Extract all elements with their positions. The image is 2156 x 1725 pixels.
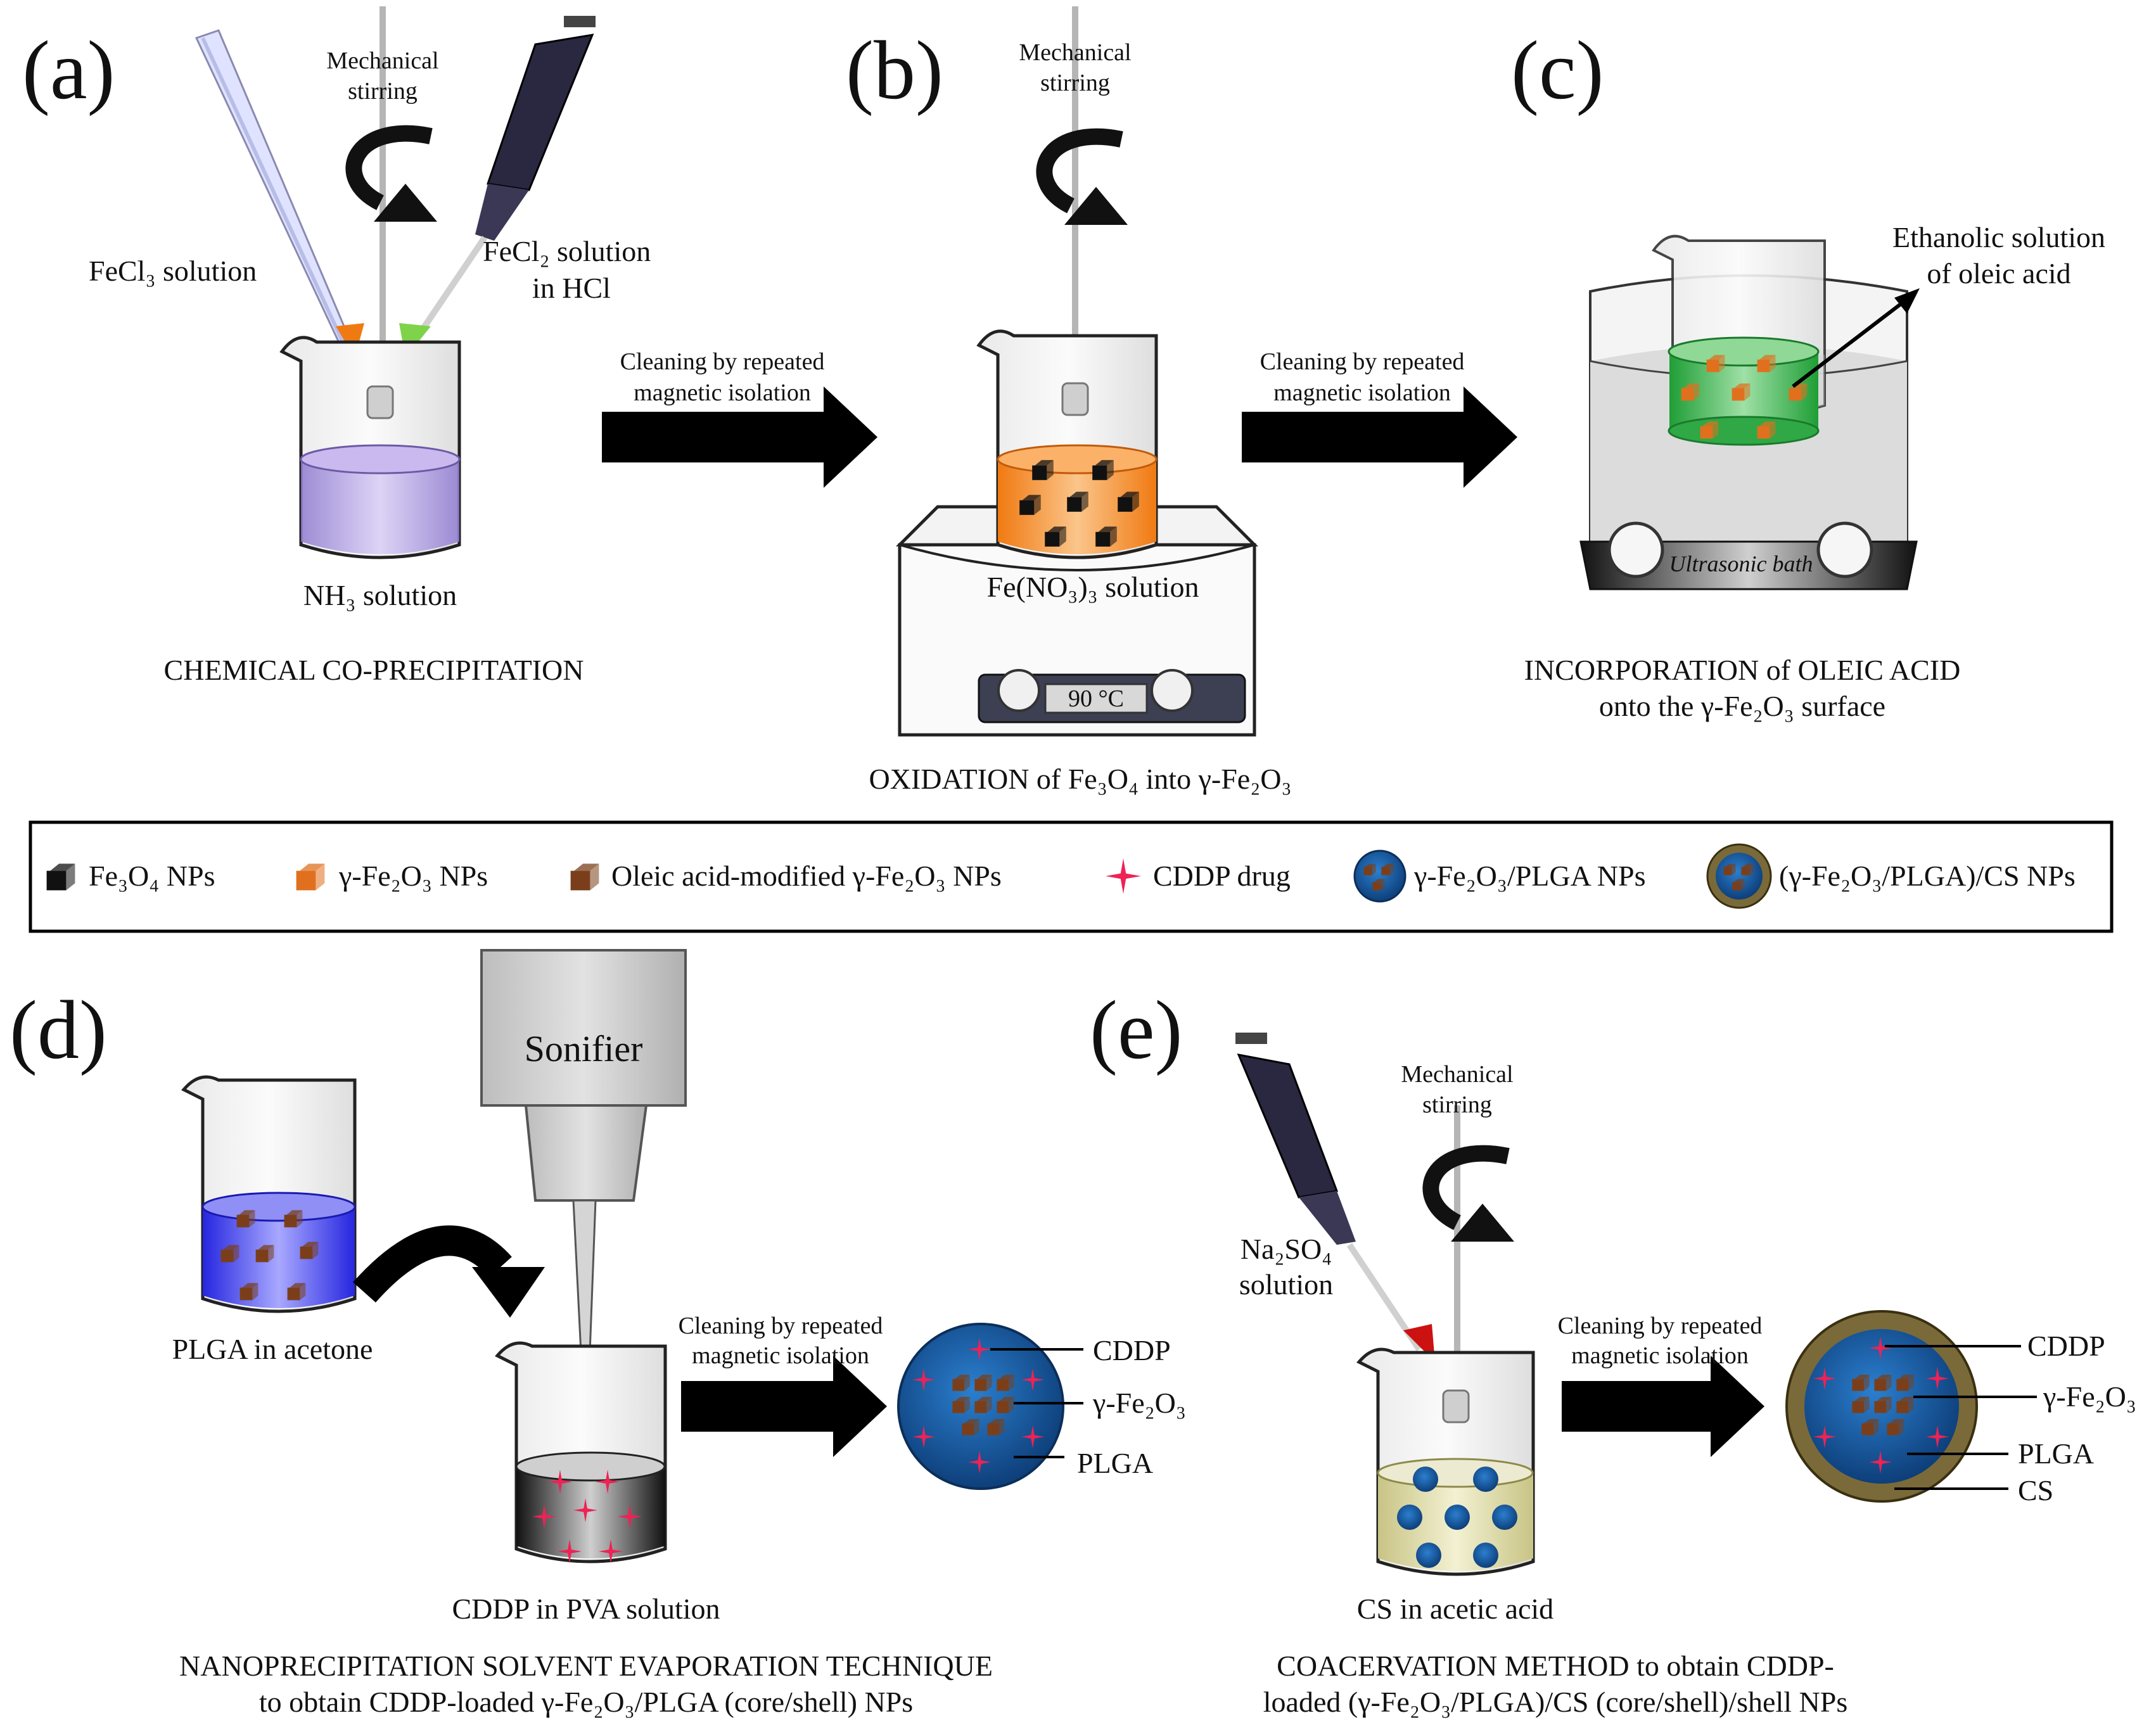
arrow-b-label-line1: Cleaning by repeated <box>1260 348 1465 375</box>
beaker-plga-label: PLGA in acetone <box>172 1333 373 1365</box>
caption-c-line1: INCORPORATION of OLEIC ACID <box>1524 654 1961 686</box>
hotplate-temperature: 90 °C <box>1068 685 1124 712</box>
legend-item-gamma-fe2o3: γ-Fe₂O₃ NPs <box>296 860 488 892</box>
np-d-label-fe2o3: γ-Fe₂O₃ <box>1092 1387 1186 1419</box>
np-d-label-plga: PLGA <box>1077 1447 1153 1479</box>
caption-c-line2: onto the γ-Fe₂O₃ surface <box>1599 690 1885 722</box>
stirring-label-line1: Mechanical <box>1019 39 1131 66</box>
arrow-b-to-c: Cleaning by repeated magnetic isolation <box>1242 348 1517 488</box>
beaker-pva-label: CDDP in PVA solution <box>452 1593 720 1625</box>
coated-np-icon <box>1706 843 1772 909</box>
curved-arrow-icon <box>353 1225 545 1318</box>
panel-letter-e: (e) <box>1090 983 1183 1076</box>
beaker-pva <box>495 1341 667 1563</box>
stirring-label-line1: Mechanical <box>326 48 438 74</box>
reagent-fecl3-label: FeCl₃ solution <box>89 255 257 287</box>
arrow-e-label-line2: magnetic isolation <box>1571 1342 1749 1369</box>
panel-letter-a: (a) <box>22 23 115 117</box>
legend-item-cddp: CDDP drug <box>1106 858 1291 894</box>
caption-d-line1: NANOPRECIPITATION SOLVENT EVAPORATION TE… <box>179 1650 993 1682</box>
arrow-a-to-b: Cleaning by repeated magnetic isolation <box>602 348 877 488</box>
rotation-arrow-icon <box>345 125 437 222</box>
caption-a: CHEMICAL CO-PRECIPITATION <box>164 654 584 686</box>
panel-d: (d) Sonifier PLGA in acetone <box>10 949 1186 1718</box>
caption-b: OXIDATION of Fe₃O₄ into γ-Fe₂O₃ <box>869 763 1291 795</box>
arrow-d-label-line1: Cleaning by repeated <box>679 1313 883 1339</box>
beaker-cs-label: CS in acetic acid <box>1357 1593 1553 1625</box>
ultrasonic-bath-label: Ultrasonic bath <box>1669 551 1813 576</box>
legend-label: (γ-Fe₂O₃/PLGA)/CS NPs <box>1779 860 2076 892</box>
caption-d-line2: to obtain CDDP-loaded γ-Fe₂O₃/PLGA (core… <box>259 1686 913 1718</box>
beaker-nh3-label: NH₃ solution <box>303 579 457 611</box>
arrow-e-to-np: Cleaning by repeated magnetic isolation <box>1558 1313 1764 1457</box>
np-e-label-plga: PLGA <box>2018 1437 2094 1470</box>
stirring-label-line1: Mechanical <box>1401 1061 1513 1088</box>
plga-nanoparticle <box>897 1323 1064 1490</box>
stirring-label-line2: stirring <box>348 78 418 105</box>
pipette-icon <box>195 29 364 358</box>
arrow-e-label-line1: Cleaning by repeated <box>1558 1313 1763 1339</box>
sonifier <box>480 949 687 1454</box>
np-e-label-cs: CS <box>2018 1474 2053 1506</box>
arrow-d-label-line2: magnetic isolation <box>692 1342 869 1369</box>
panel-letter-d: (d) <box>10 983 107 1076</box>
legend-item-plga-np: γ-Fe₂O₃/PLGA NPs <box>1353 850 1646 903</box>
annotation-line2: of oleic acid <box>1927 257 2070 290</box>
panel-letter-c: (c) <box>1511 23 1604 117</box>
hot-plate <box>895 505 1259 737</box>
panel-e: (e) Mechanical stirring Na₂SO₄ solution <box>1090 983 2136 1718</box>
micropipette-icon <box>1235 1033 1435 1362</box>
reagent-fecl2-label: FeCl₂ solution <box>483 235 651 267</box>
annotation-line1: Ethanolic solution <box>1892 221 2105 253</box>
arrow-b-label-line2: magnetic isolation <box>1273 379 1451 406</box>
beaker-fe-nitrate-label: Fe(NO₃)₃ solution <box>987 571 1199 603</box>
rotation-arrow-icon <box>1036 128 1128 225</box>
arrow-a-label-line1: Cleaning by repeated <box>620 348 825 375</box>
stirring-label-line2: stirring <box>1422 1092 1492 1118</box>
caption-e-line2: loaded (γ-Fe₂O₃/PLGA)/CS (core/shell)/sh… <box>1263 1686 1847 1718</box>
np-d-label-cddp: CDDP <box>1093 1334 1171 1366</box>
panel-letter-b: (b) <box>846 23 943 117</box>
legend-item-fe3o4: Fe₃O₄ NPs <box>46 860 215 892</box>
beaker-plga <box>181 1075 357 1313</box>
legend-label: Oleic acid-modified γ-Fe₂O₃ NPs <box>611 860 1002 892</box>
np-cluster <box>1397 1467 1517 1568</box>
legend-label: γ-Fe₂O₃ NPs <box>338 860 488 892</box>
panel-b: (b) Mechanical stirring 90 °C <box>846 6 1292 795</box>
beaker-nh3 <box>279 336 461 559</box>
panel-a: (a) Mechanical stirring FeCl₃ solution F… <box>22 6 651 686</box>
reagent-na2so4-label: Na₂SO₄ <box>1241 1233 1332 1265</box>
blue-np-icon <box>1353 850 1407 903</box>
arrow-a-label-line2: magnetic isolation <box>634 379 811 406</box>
annotation-arrow <box>1792 288 1920 388</box>
legend: Fe₃O₄ NPs γ-Fe₂O₃ NPs Oleic acid-modifie… <box>29 820 2114 933</box>
beaker-fe-nitrate <box>976 329 1158 559</box>
panel-c: (c) Ultrasonic bath <box>1511 23 2105 722</box>
np-e-label-fe2o3: γ-Fe₂O₃ <box>2043 1380 2136 1413</box>
rotation-arrow-icon <box>1422 1145 1514 1242</box>
legend-label: Fe₃O₄ NPs <box>89 860 215 892</box>
np-e-label-cddp: CDDP <box>2027 1330 2105 1362</box>
reagent-hcl-label: in HCl <box>532 272 611 304</box>
legend-item-cs-np: (γ-Fe₂O₃/PLGA)/CS NPs <box>1706 843 2076 909</box>
arrow-d-to-np: Cleaning by repeated magnetic isolation <box>679 1313 887 1457</box>
legend-item-oleic-modified: Oleic acid-modified γ-Fe₂O₃ NPs <box>570 860 1002 892</box>
micropipette-icon <box>399 16 596 358</box>
reagent-solution-label: solution <box>1239 1268 1333 1301</box>
cs-coated-nanoparticle <box>1785 1310 1978 1503</box>
legend-label: CDDP drug <box>1153 860 1291 892</box>
beaker-cs <box>1356 1347 1535 1576</box>
caption-e-line1: COACERVATION METHOD to obtain CDDP- <box>1277 1650 1834 1682</box>
stirring-label-line2: stirring <box>1040 70 1110 96</box>
sonifier-label: Sonifier <box>525 1028 643 1069</box>
legend-label: γ-Fe₂O₃/PLGA NPs <box>1413 860 1646 892</box>
